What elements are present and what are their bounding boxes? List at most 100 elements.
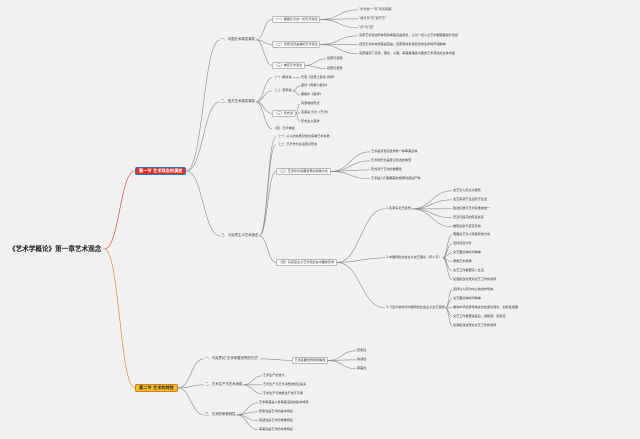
node-b3[interactable]: （三）形式说 bbox=[272, 110, 296, 117]
section-2-node[interactable]: 第二节 艺术的特性 bbox=[135, 384, 178, 392]
node-b3a[interactable]: 有意味的形式 bbox=[301, 101, 320, 105]
connector-section-1-node bbox=[104, 170, 136, 250]
topic-a[interactable]: 一、中国艺术观念演变 bbox=[221, 37, 255, 41]
node-c4[interactable]: （四）马克思主义艺术观念在中国的影响 bbox=[276, 259, 337, 266]
node-c4a[interactable]: 1.毛泽东文艺思想 bbox=[386, 206, 411, 210]
connector-node-c4b1 bbox=[442, 234, 453, 259]
node-b2b[interactable]: 黑格尔《美学》 bbox=[301, 92, 323, 96]
node-a3[interactable]: （三）禅宗艺术观念 bbox=[272, 62, 305, 69]
node-c3[interactable]: （三）艺术作为掌握世界的特殊方式 bbox=[276, 168, 331, 175]
node-c4c5[interactable]: 加强和改进党对文艺工作的领导 bbox=[453, 323, 497, 327]
node-s2a1a[interactable]: 形象性 bbox=[357, 348, 367, 352]
connector-node-a3b bbox=[304, 65, 327, 70]
node-s2c2[interactable]: 形象性是艺术的基本特征 bbox=[259, 409, 294, 413]
connector-node-s2b3 bbox=[243, 384, 263, 395]
node-c3d[interactable]: 艺术是人们根据美的规律创造的产物 bbox=[371, 176, 421, 180]
node-s2c3[interactable]: 情感性是艺术的重要特征 bbox=[259, 418, 294, 422]
topic-b[interactable]: 二、西方艺术观念演变 bbox=[221, 99, 255, 103]
node-c3a[interactable]: 艺术是对现实世界的一种审美反映 bbox=[371, 149, 418, 153]
node-b1[interactable]: （一）模仿说 bbox=[273, 75, 292, 79]
node-b3c[interactable]: 形式主义美学 bbox=[301, 119, 320, 123]
node-a2b[interactable]: 自然无为的本质美是自由，道家崇尚朴素自然的生命情怀和精神 bbox=[359, 42, 446, 46]
node-a1b[interactable]: "成与乐"与"游于艺" bbox=[359, 16, 387, 20]
connector-section-2-node bbox=[104, 248, 136, 389]
connector-node-c4a4 bbox=[411, 208, 453, 219]
node-c4c1[interactable]: 坚持以人民为中心的创作导向 bbox=[453, 287, 494, 291]
node-c4b2[interactable]: 坚持双百方针 bbox=[453, 241, 472, 245]
node-c4b3[interactable]: 文艺要反映时代精神 bbox=[453, 250, 481, 254]
connector-node-a3 bbox=[255, 39, 273, 66]
connector-node-s2c3 bbox=[236, 414, 259, 422]
node-c4a2[interactable]: 文艺来源于生活高于生活 bbox=[453, 197, 488, 201]
node-c1[interactable]: （一）从人的本质对象化来看艺术本质 bbox=[277, 134, 330, 138]
node-a2a[interactable]: 道家艺术观念所体现的审美自由观念，认为一切人之艺术都需要提升自然 bbox=[359, 33, 458, 37]
node-c4c[interactable]: 3.习近平新时代中国特色社会主义文艺思想 bbox=[386, 305, 445, 309]
node-c4b5[interactable]: 文艺工作者要深入生活 bbox=[453, 268, 484, 272]
root-node[interactable]: 《艺术学概论》第一章艺术观念 bbox=[9, 245, 102, 253]
connector-topic-s2c bbox=[177, 387, 205, 416]
node-s2b1[interactable]: 艺术生产的含义 bbox=[263, 373, 285, 377]
node-c4a5[interactable]: 推陈出新与百花齐放 bbox=[453, 224, 481, 228]
connector-node-c4a1 bbox=[411, 190, 453, 210]
node-c4b4[interactable]: 尊重艺术规律 bbox=[453, 259, 472, 263]
connector-node-s2b1 bbox=[243, 375, 263, 386]
topic-s2a[interactable]: 一、马克思论"艺术掌握世界的方式" bbox=[205, 356, 259, 360]
node-a1a[interactable]: "乐乐合一"与"尽善尽美" bbox=[359, 7, 393, 11]
node-a1c[interactable]: "乐"与"道" bbox=[359, 25, 374, 29]
node-c4c4[interactable]: 文艺工作者要讲品位、讲格调、讲责任 bbox=[453, 314, 506, 318]
node-a2[interactable]: （二）道家自然虚静的艺术观念 bbox=[272, 41, 321, 48]
node-s2a1[interactable]: 艺术掌握世界的特殊性 bbox=[292, 357, 328, 364]
connector-node-s2a1 bbox=[259, 358, 293, 361]
connector-node-c4b bbox=[336, 257, 386, 263]
node-c4a1[interactable]: 文艺为人民大众服务 bbox=[453, 188, 481, 192]
connector-node-c4c5 bbox=[445, 307, 453, 327]
node-a2c[interactable]: 道家强调了道德、理论、心理、审美等诸多方面的艺术观念的主体内涵 bbox=[359, 51, 455, 55]
node-b4[interactable]: （四）艺术体验 bbox=[273, 126, 295, 130]
node-a1[interactable]: （一）魏晋礼乐合一的艺术观念 bbox=[272, 16, 321, 23]
connector-topic-c bbox=[186, 170, 221, 237]
section-1-node[interactable]: 第一节 艺术观念的演变 bbox=[135, 167, 187, 175]
node-c4c2[interactable]: 文艺要反映时代精神 bbox=[453, 296, 481, 300]
node-s2b2[interactable]: 艺术生产与艺术消费的辩证关系 bbox=[263, 382, 307, 386]
connector-node-b4 bbox=[255, 101, 273, 130]
connector-node-c4b6 bbox=[442, 257, 453, 281]
node-b1a[interactable]: 代表《亚里士多德·诗学》 bbox=[301, 75, 337, 79]
connector-node-a1 bbox=[255, 19, 273, 41]
connector-node-c3 bbox=[259, 171, 277, 237]
node-c4c3[interactable]: 推动中华优秀传统文化创造性转化、创新性发展 bbox=[453, 305, 518, 309]
node-c4a4[interactable]: 普及与提高的辩证关系 bbox=[453, 215, 484, 219]
topic-s2c[interactable]: 三、艺术的审美特性 bbox=[205, 412, 236, 416]
topic-s2b[interactable]: 二、艺术生产与艺术消费 bbox=[205, 382, 243, 386]
node-c3b[interactable]: 艺术的形式是意识形态的体现 bbox=[371, 158, 412, 162]
node-a3b[interactable]: 顿悟与顿悟 bbox=[327, 66, 343, 70]
connector-node-a1c bbox=[320, 19, 359, 29]
connector-node-s2c4 bbox=[236, 414, 259, 431]
node-s2c1[interactable]: 艺术审美是人类审美活动的集中体现 bbox=[259, 400, 309, 404]
connector-node-c4a5 bbox=[411, 208, 453, 228]
connector-topic-s2a bbox=[177, 358, 205, 389]
node-s2c4[interactable]: 审美性是艺术的本质特征 bbox=[259, 427, 294, 431]
node-s2a1c[interactable]: 审美性 bbox=[357, 366, 367, 370]
connector-node-a3a bbox=[304, 58, 327, 66]
node-b2[interactable]: （二）表现说 bbox=[273, 88, 292, 92]
node-s2b3[interactable]: 艺术生产与物质生产的不平衡 bbox=[263, 391, 304, 395]
node-c4b1[interactable]: 明确文艺为人民服务的方向 bbox=[453, 232, 491, 236]
node-c4b6[interactable]: 加强和改善党对文艺工作的领导 bbox=[453, 277, 497, 281]
connector-node-a2a bbox=[320, 35, 359, 45]
node-s2a1b[interactable]: 情感性 bbox=[357, 357, 367, 361]
node-c3c[interactable]: 形式对于艺术的重要性 bbox=[371, 167, 402, 171]
topic-c[interactable]: 三、马克思主义艺术观念 bbox=[221, 233, 259, 237]
node-c4b[interactable]: 2.中国特色社会主义文艺理论（邓小平） bbox=[386, 255, 442, 259]
connector-node-b1 bbox=[255, 77, 273, 103]
node-b2a[interactable]: 康德《判断力批判》 bbox=[301, 83, 329, 87]
node-c2[interactable]: （二）艺术作为生活意识形态 bbox=[277, 142, 318, 146]
node-c4a3[interactable]: 政治标准与艺术标准的统一 bbox=[453, 206, 491, 210]
connector-node-s2a1c bbox=[327, 360, 357, 370]
node-b3b[interactable]: 克莱夫·贝尔《艺术》 bbox=[301, 110, 330, 114]
connector-node-c4a bbox=[336, 208, 386, 263]
connector-node-c3d bbox=[330, 171, 371, 180]
connector-node-c3a bbox=[330, 151, 371, 172]
node-a3a[interactable]: 顿悟与顿悟 bbox=[327, 56, 343, 60]
